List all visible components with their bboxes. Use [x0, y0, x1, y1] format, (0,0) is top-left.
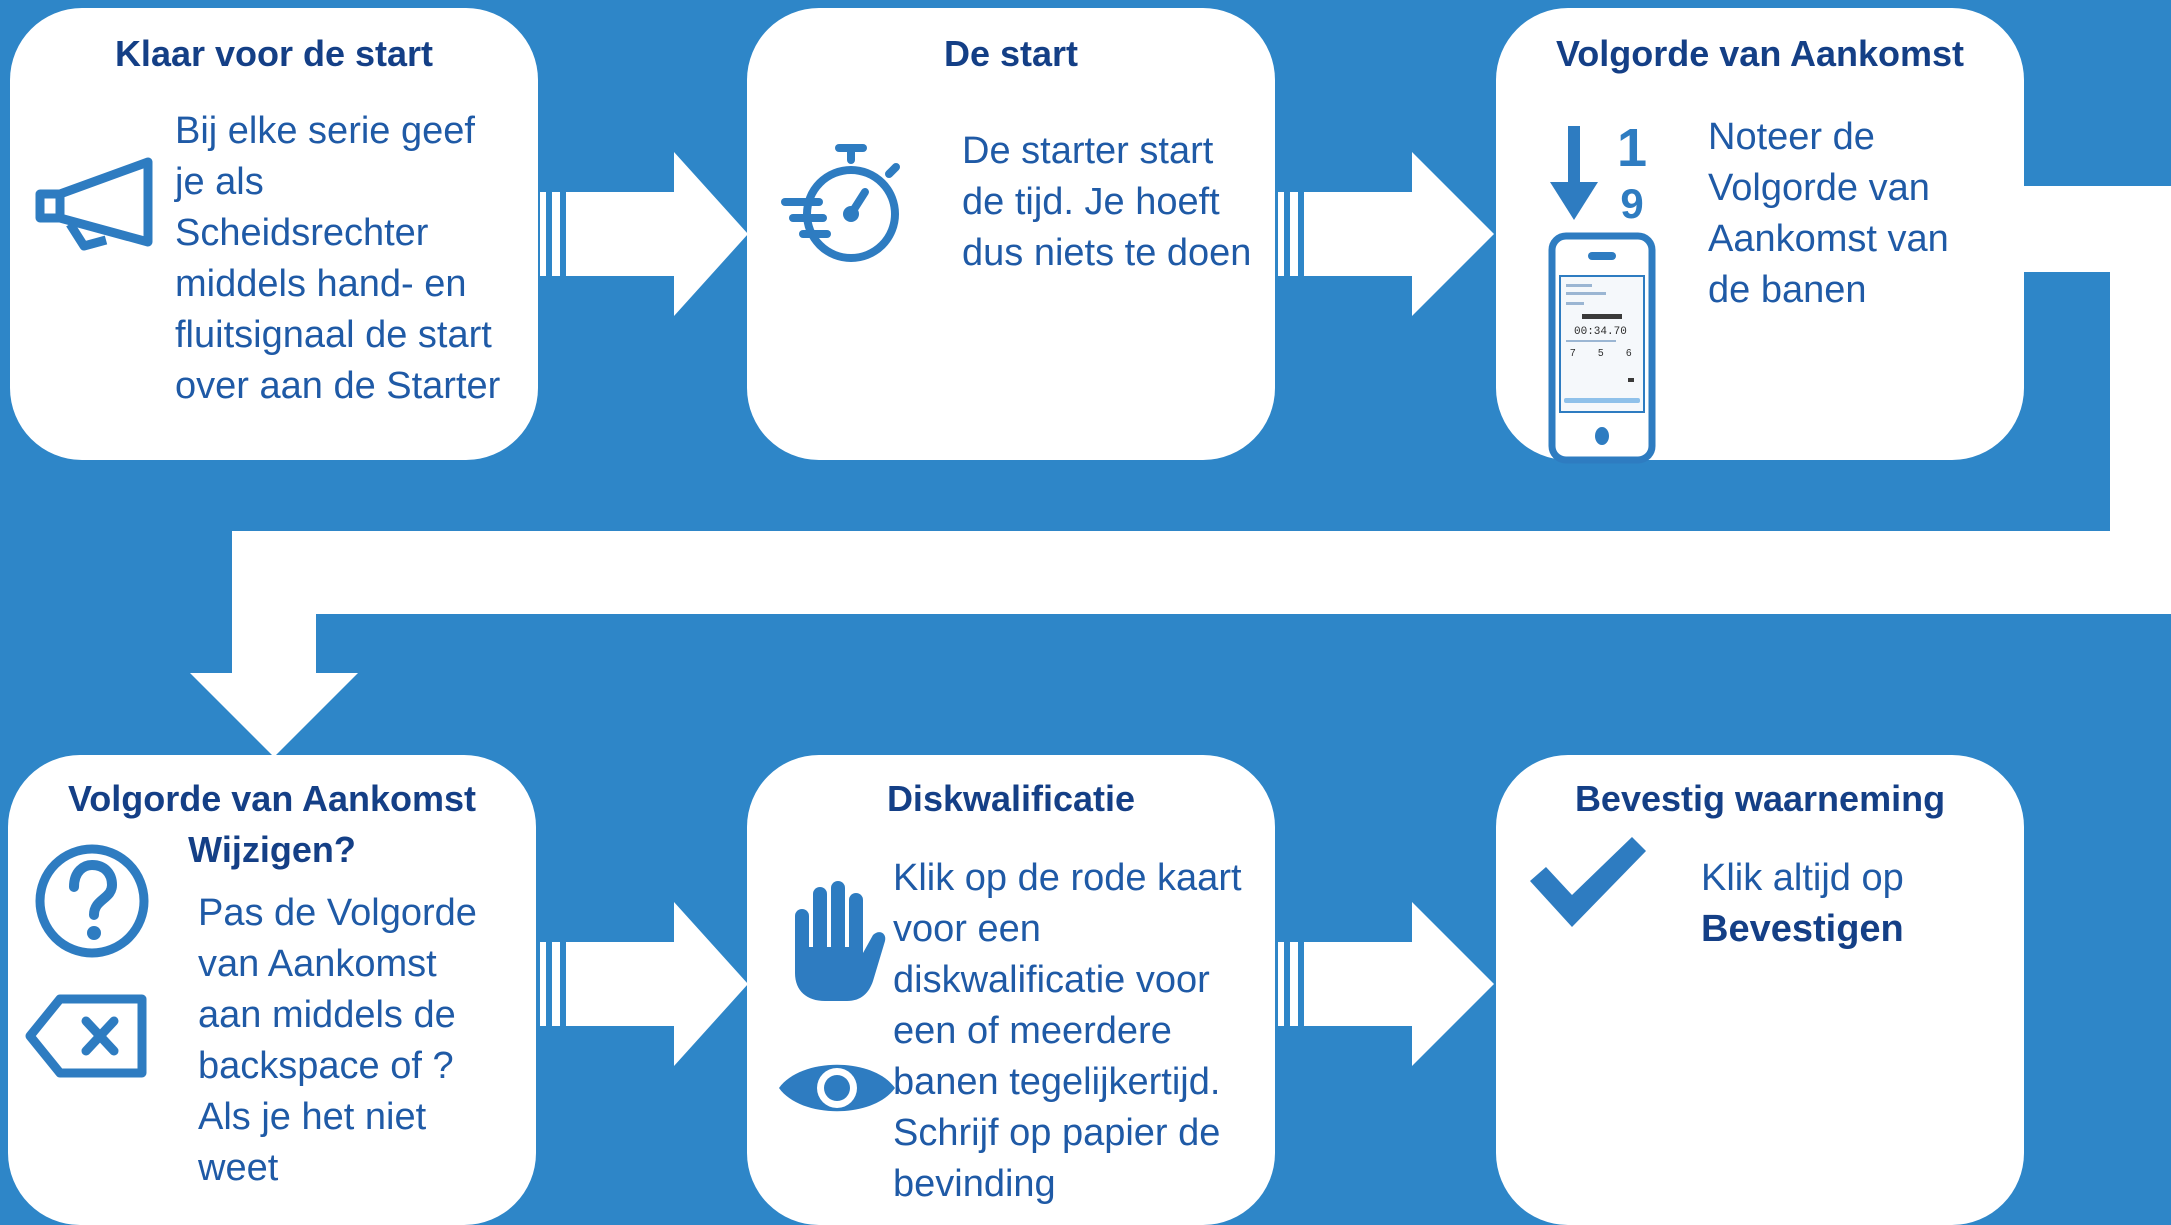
confirm-button-label: Bevestigen — [1701, 908, 1904, 950]
question-icon — [28, 837, 156, 965]
arrow-4-5 — [540, 902, 748, 1066]
sort-digit-bottom: 9 — [1620, 180, 1643, 227]
arrow-5-6 — [1278, 902, 1494, 1066]
eye-icon — [775, 1051, 899, 1125]
phone-time: 00:34.70 — [1574, 326, 1627, 338]
stopwatch-icon — [779, 140, 909, 270]
backspace-icon — [24, 991, 150, 1081]
step-title: Volgorde van Aankomst — [1555, 33, 1965, 74]
step-card-order: Volgorde van Aankomst 1 9 00:34.70 7 5 6 — [1496, 8, 2024, 464]
step-card-disqualification: Diskwalificatie Klik op de rode kaart vo… — [747, 755, 1275, 1225]
step-title: Bevestig waarneming — [1574, 778, 1946, 819]
arrow-2-3 — [1278, 152, 1494, 316]
step-title: Klaar voor de start — [114, 33, 434, 74]
arrow-1-2 — [540, 152, 748, 316]
checkmark-icon — [1526, 833, 1650, 933]
step-body: Noteer de Volgorde van Aankomst van de b… — [1708, 116, 1949, 311]
sort-digit-top: 1 — [1617, 120, 1647, 178]
step-title-line2: Wijzigen? — [188, 829, 356, 870]
step-card-change-order: Volgorde van Aankomst Wijzigen? Pas de V… — [8, 755, 536, 1225]
sort-descending-icon: 1 9 — [1546, 120, 1658, 230]
phone-lane-1: 7 — [1570, 348, 1576, 359]
step-body: De starter start de tijd. Je hoeft dus n… — [962, 130, 1252, 274]
step-body: Klik op de rode kaart voor een diskwalif… — [893, 857, 1242, 1205]
step-title-line1: Volgorde van Aankomst — [67, 778, 477, 819]
step-card-ready: Klaar voor de start Bij elke serie geef … — [10, 8, 538, 460]
confirm-text: Klik altijd op — [1701, 857, 1904, 899]
phone-icon: 00:34.70 7 5 6 — [1548, 232, 1656, 468]
megaphone-icon — [24, 150, 164, 260]
step-title: De start — [943, 33, 1079, 74]
step-body: Pas de Volgorde van Aankomst aan middels… — [198, 892, 477, 1189]
step-title: Diskwalificatie — [886, 778, 1136, 819]
step-card-confirm: Bevestig waarneming Klik altijd op Beves… — [1496, 755, 2024, 1225]
step-body: Bij elke serie geef je als Scheidsrechte… — [175, 110, 501, 407]
step-card-start: De start De starter start de tijd. Je ho… — [747, 8, 1275, 460]
phone-lane-3: 6 — [1626, 348, 1632, 359]
phone-lane-2: 5 — [1598, 348, 1604, 359]
hand-icon — [789, 877, 889, 1003]
step-body: Klik altijd op Bevestigen — [1701, 853, 2001, 955]
